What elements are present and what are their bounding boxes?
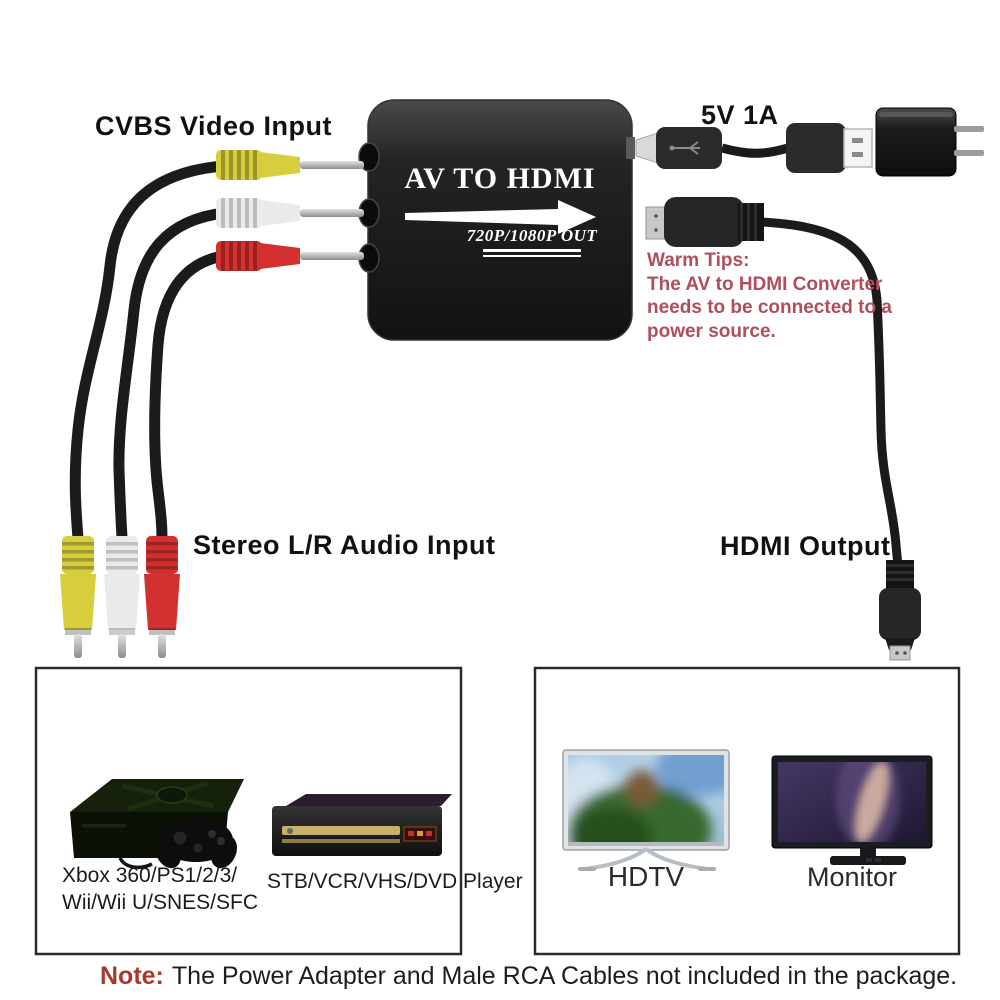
power-rating-label: 5V 1A	[701, 100, 779, 130]
warm-tips-line: power source.	[647, 320, 776, 342]
av-cable-bundle	[69, 160, 230, 544]
ribs	[62, 542, 94, 570]
rca-pin	[74, 634, 82, 658]
rca-plug-white-bottom	[104, 536, 140, 658]
game-controller	[154, 818, 238, 869]
stereo-input-label: Stereo L/R Audio Input	[193, 530, 496, 560]
monitor	[771, 755, 933, 865]
usb-a-metal	[843, 128, 873, 168]
hdmi-body	[879, 588, 921, 640]
usb-power-cable	[635, 123, 873, 173]
hdmi-cable	[645, 197, 903, 567]
rca-plug-white-top	[216, 198, 364, 228]
rca-plug-red-top	[216, 241, 364, 271]
warm-tips-line: The AV to HDMI Converter	[647, 273, 883, 295]
converter-box	[358, 99, 635, 341]
warm-tips-line: needs to be connected to a	[647, 297, 892, 318]
direction-arrow	[405, 200, 596, 234]
hdmi-output-label: HDMI Output	[720, 531, 891, 561]
converter-title: AV TO HDMI	[404, 162, 596, 195]
controller-cord	[118, 857, 153, 870]
monitor-picture	[836, 762, 900, 842]
hdtv	[562, 749, 730, 871]
warm-tips-heading: Warm Tips:	[647, 250, 750, 271]
yellow-cable	[69, 160, 230, 544]
rca-pin	[118, 634, 126, 658]
ribs	[221, 150, 257, 180]
disc-tray	[282, 826, 400, 835]
cvbs-input-label: CVBS Video Input	[95, 111, 333, 141]
usb-a-plug	[786, 123, 846, 173]
note-text: The Power Adapter and Male RCA Cables no…	[171, 962, 958, 990]
plug-prong	[954, 150, 984, 156]
converter-subtitle: 720P/1080P OUT	[466, 226, 598, 245]
red-cable	[149, 250, 230, 544]
rca-pin	[300, 209, 364, 217]
rca-plug-yellow-top	[216, 150, 364, 180]
white-cable	[113, 207, 230, 544]
hdtv-label: HDTV	[607, 861, 685, 892]
ribs	[106, 542, 138, 570]
ribs	[146, 542, 178, 570]
ribs	[221, 198, 257, 228]
rca-pin	[158, 634, 166, 658]
warm-tips: Warm Tips: The AV to HDMI Converter need…	[647, 249, 897, 343]
rca-pin	[300, 161, 364, 169]
rca-plug-yellow-bottom	[60, 536, 96, 658]
dvd-player	[272, 794, 452, 856]
monitor-label: Monitor	[806, 862, 898, 892]
tv-picture	[568, 755, 724, 845]
plug-prong	[954, 126, 984, 132]
power-port	[626, 137, 635, 159]
hdmi-connector-output	[879, 560, 921, 661]
ribs	[221, 241, 257, 271]
monitor-neck	[860, 846, 876, 858]
hdmi-tip	[889, 645, 911, 661]
micro-usb-tip	[635, 132, 659, 164]
hdmi-plug-body	[664, 197, 744, 247]
note-prefix: Note:	[100, 962, 164, 990]
player-compatibility-label: STB/VCR/VHS/DVD Player	[267, 870, 523, 893]
package-note: Note:The Power Adapter and Male RCA Cabl…	[100, 962, 957, 991]
power-adapter	[875, 107, 984, 177]
console-compatibility-label: Xbox 360/PS1/2/3/ Wii/Wii U/SNES/SFC	[62, 864, 258, 914]
rca-plug-red-bottom	[144, 536, 180, 658]
rca-pin	[300, 252, 364, 260]
usb-icon	[669, 141, 700, 155]
converter-subtitle-underline	[483, 249, 581, 260]
power-button	[287, 828, 293, 834]
